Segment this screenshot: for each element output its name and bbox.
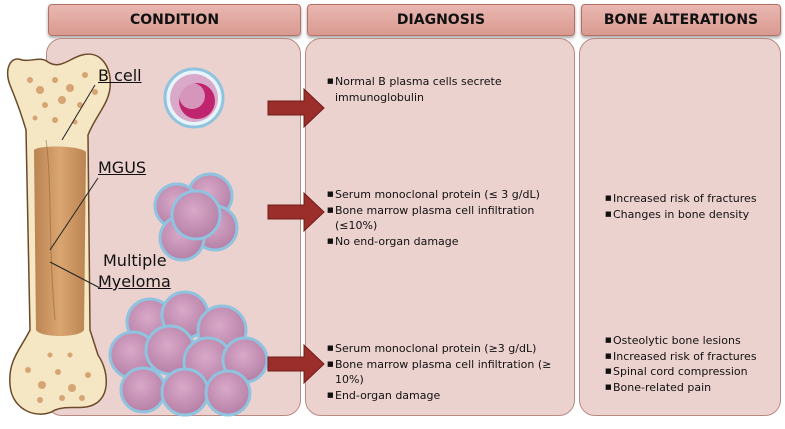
bone-mm: ■Osteolytic bone lesions ■Increased risk… [605,334,757,394]
panel-bone-alterations [579,38,781,416]
diagnosis-bcell: ■Normal B plasma cells secrete immunoglo… [327,74,567,105]
diagnosis-mgus: ■Serum monoclonal protein (≤ 3 g/dL) ■Bo… [327,187,573,249]
header-condition: CONDITION [48,4,301,36]
diagnosis-bcell-item: Normal B plasma cells secrete immunoglob… [335,75,502,104]
diagnosis-mgus-item: No end-organ damage [335,234,459,248]
label-multiple: Multiple [103,251,167,270]
bone-mgus-item: Changes in bone density [613,207,750,221]
bone-mm-item: Bone-related pain [613,380,712,394]
mgus-cell-cluster-icon [153,172,239,262]
diagnosis-mm-item: Serum monoclonal protein (≥3 g/dL) [335,342,537,355]
header-bone-alterations: BONE ALTERATIONS [581,4,781,36]
diagnosis-mgus-item: Serum monoclonal protein (≤ 3 g/dL) [335,188,540,201]
bone-illustration [6,53,111,415]
diagnosis-mm-item: Bone marrow plasma cell infiltration (≥ … [335,357,552,387]
label-b-cell: B cell [98,66,142,85]
arrow-mgus-icon [267,191,325,233]
panel-diagnosis [305,38,575,416]
diagnosis-mm: ■Serum monoclonal protein (≥3 g/dL) ■Bon… [327,341,573,403]
bone-mgus-item: Increased risk of fractures [613,192,757,205]
bone-mm-item: Increased risk of fractures [613,349,757,363]
bone-mm-item: Spinal cord compression [613,365,748,378]
diagnosis-mgus-item: Bone marrow plasma cell infiltration (≤1… [335,203,535,233]
b-cell-icon [163,67,225,129]
myeloma-cell-cluster-icon [108,290,269,417]
bone-mm-item: Osteolytic bone lesions [613,334,741,347]
label-mgus: MGUS [98,158,147,177]
header-diagnosis: DIAGNOSIS [307,4,575,36]
label-myeloma: Myeloma [98,272,171,291]
arrow-mm-icon [267,343,325,385]
arrow-bcell-icon [267,87,325,129]
diagnosis-mm-item: End-organ damage [335,388,441,402]
bone-mgus: ■Increased risk of fractures ■Changes in… [605,192,757,221]
